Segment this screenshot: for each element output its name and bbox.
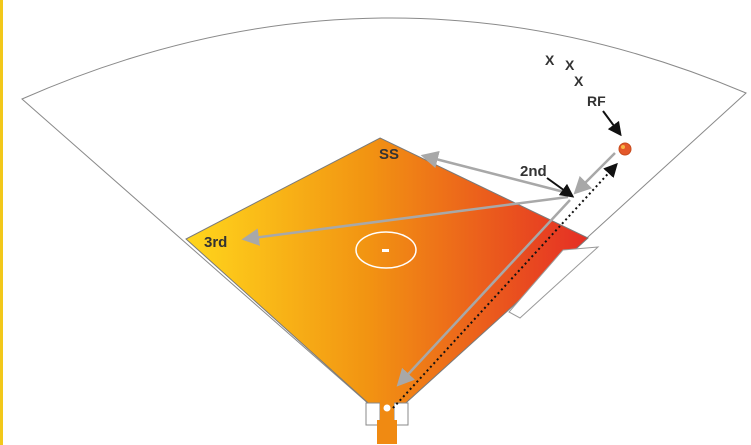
arrow-2nd-to-ss [420,151,569,195]
x-mark-1: X [545,52,555,68]
label-ss: SS [379,146,399,163]
x-mark-2: X [565,57,575,73]
pointer-rf [602,110,622,137]
pointer-2nd [546,177,575,198]
right-foul-strip [508,246,600,319]
arrow-2nd-to-3rd [241,195,569,246]
arrow-rf-to-2nd [573,152,616,195]
baseball [618,142,632,156]
pitcher-mound [355,231,417,269]
left-edge-line [0,0,3,445]
label-3rd: 3rd [204,234,227,251]
arrow-2nd-to-home [396,199,571,387]
catcher-box [377,420,397,444]
label-2nd: 2nd [520,163,547,180]
x-mark-3: X [574,73,584,89]
baseball-highlight [621,145,625,149]
home-plate [383,404,391,412]
pitcher-rubber [382,249,389,252]
label-rf: RF [587,93,606,109]
